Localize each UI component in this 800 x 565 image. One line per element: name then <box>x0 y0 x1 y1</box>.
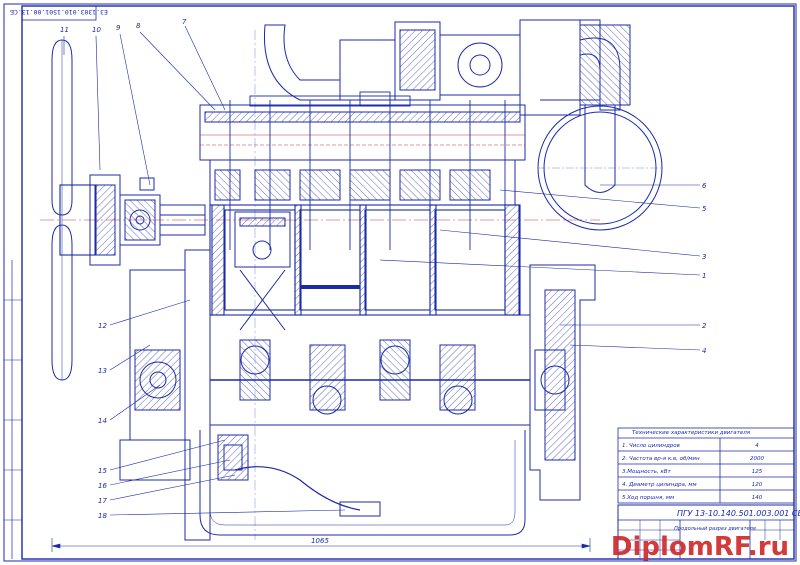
spec-label-4: 4. Диаметр цилиндра, мм <box>622 482 697 488</box>
overall-dimension <box>51 538 591 552</box>
callout-4: 4 <box>702 347 706 355</box>
cylinder-block <box>209 204 521 316</box>
spec-label-1: 1. Число цилиндров <box>622 443 680 449</box>
callout-5: 5 <box>702 205 707 213</box>
callout-numbers: 11 10 9 8 7 6 5 3 1 2 4 12 13 14 15 16 1… <box>60 18 707 520</box>
callout-9: 9 <box>116 24 121 32</box>
title-block-code: ПГУ 13-10.140.501.003.001 СБ <box>677 509 800 518</box>
front-cover <box>119 249 249 541</box>
callout-12: 12 <box>98 322 107 330</box>
spec-label-2: 2. Частота вр-я к.в, об/мин <box>622 456 700 462</box>
callout-8: 8 <box>136 22 141 30</box>
callout-2: 2 <box>702 322 707 330</box>
title-block-name: Продольный разрез двигателя <box>674 526 756 532</box>
sheet-frame <box>3 3 797 562</box>
valve-train <box>229 91 506 250</box>
overall-dimension-value: 1065 <box>311 537 329 545</box>
callout-1: 1 <box>702 272 706 280</box>
callout-18: 18 <box>98 512 107 520</box>
piston <box>234 211 360 331</box>
turbocharger <box>263 19 601 101</box>
callout-15: 15 <box>98 467 107 475</box>
spec-label-3: 3.Мощность, кВт <box>622 469 672 475</box>
spec-table-title: Технические характеристики двигателя <box>632 430 751 436</box>
callout-13: 13 <box>98 367 107 375</box>
spec-value-5: 140 <box>752 495 763 501</box>
fan-hub-pulley <box>89 174 206 266</box>
callout-10: 10 <box>92 26 101 34</box>
callout-leaders <box>63 25 701 516</box>
spec-value-4: 120 <box>752 482 763 488</box>
title-block <box>617 504 795 560</box>
cylinder-head <box>199 104 526 206</box>
callout-3: 3 <box>702 253 706 261</box>
callout-14: 14 <box>98 417 107 425</box>
watermark: DiplomRF.ru <box>611 532 789 562</box>
callout-11: 11 <box>60 26 69 34</box>
corner-code: ЕЗ.1303.010.1501.00.13.СБ <box>10 8 108 16</box>
callout-7: 7 <box>182 18 187 26</box>
cooling-fan <box>51 39 97 381</box>
callout-17: 17 <box>98 497 107 505</box>
exhaust-elbow <box>519 19 663 231</box>
callout-6: 6 <box>702 182 707 190</box>
spec-rows: 1. Число цилиндров 4 2. Частота вр-я к.в… <box>622 443 764 501</box>
oil-sump <box>199 430 526 536</box>
spec-value-2: 2000 <box>750 456 764 462</box>
crankshaft <box>209 314 531 426</box>
spec-value-3: 125 <box>752 469 763 475</box>
callout-16: 16 <box>98 482 107 490</box>
flywheel-housing <box>529 264 596 501</box>
spec-value-1: 4 <box>755 443 759 449</box>
spec-table <box>617 427 795 504</box>
spec-label-5: 5.Ход поршня, мм <box>622 495 674 501</box>
